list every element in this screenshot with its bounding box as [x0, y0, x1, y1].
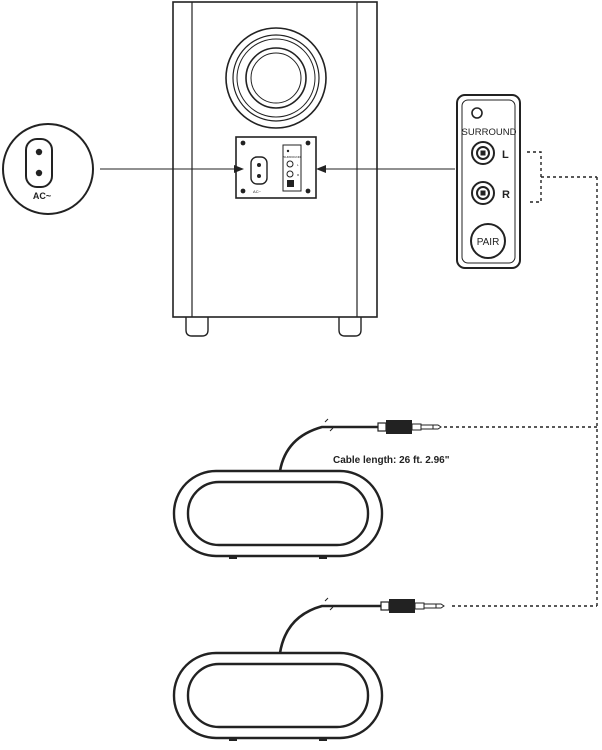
speaker-body [172, 651, 384, 740]
ac-socket-icon [25, 138, 53, 188]
led-icon [471, 107, 483, 119]
pair-button-label: PAIR [477, 237, 500, 248]
speaker-grille [186, 662, 370, 729]
audio-plug-icon [380, 599, 445, 613]
speaker-foot [229, 555, 237, 559]
subwoofer-foot-left [185, 317, 209, 337]
surround-panel-inner [461, 99, 516, 264]
subwoofer-cabinet [172, 1, 378, 318]
pair-button[interactable] [470, 223, 506, 259]
panel-led-icon [286, 149, 290, 153]
screw-icon [305, 188, 311, 194]
speaker-grille [186, 480, 370, 547]
cable-break-marks [324, 597, 334, 611]
screw-icon [305, 140, 311, 146]
dashed-connections [444, 151, 598, 607]
panel-pair-button-icon [287, 180, 294, 187]
screw-icon [240, 140, 246, 146]
speaker-foot [319, 737, 327, 741]
rca-jack-icon [471, 181, 495, 205]
surround-left-label: L [502, 149, 509, 161]
panel-rca-jack-icon [286, 160, 294, 168]
cable-length-label: Cable length: 26 ft. 2.96" [333, 455, 450, 466]
panel-ac-label: AC~ [253, 189, 262, 194]
surround-title: SURROUND [462, 127, 517, 138]
rca-jack-icon [471, 141, 495, 165]
panel-rca-jack-icon [286, 170, 294, 178]
subwoofer-foot-right [338, 317, 362, 337]
panel-surround-label: SURROUND [283, 155, 301, 159]
speaker-foot [229, 737, 237, 741]
cable-break-marks [324, 418, 334, 432]
ac-arrow-head [234, 165, 244, 173]
surround-arrow-head [316, 165, 326, 173]
speaker-foot [319, 555, 327, 559]
screw-icon [240, 188, 246, 194]
speaker-body [172, 469, 384, 558]
surround-panel-frame [456, 94, 521, 269]
surround-right-label: R [502, 189, 510, 201]
surround-panel: SURROUND L R PAIR [316, 94, 521, 269]
audio-plug-icon [377, 420, 442, 434]
panel-right-label: R [297, 173, 300, 177]
panel-left-label: L [297, 163, 299, 167]
satellite-speaker-lower [172, 597, 445, 741]
subwoofer: AC~ SURROUND L R [172, 1, 378, 337]
ac-callout-label: AC~ [33, 191, 51, 201]
ac-callout: AC~ [2, 123, 244, 215]
panel-ac-socket-icon [250, 156, 268, 185]
subwoofer-back-panel: AC~ SURROUND L R [235, 136, 317, 199]
satellite-speaker-upper [172, 418, 442, 559]
bracket-l-r [527, 151, 542, 203]
panel-connector-strip [282, 144, 302, 192]
speaker-cable [278, 604, 383, 654]
speaker-cable [278, 425, 380, 472]
woofer-driver [225, 27, 327, 129]
